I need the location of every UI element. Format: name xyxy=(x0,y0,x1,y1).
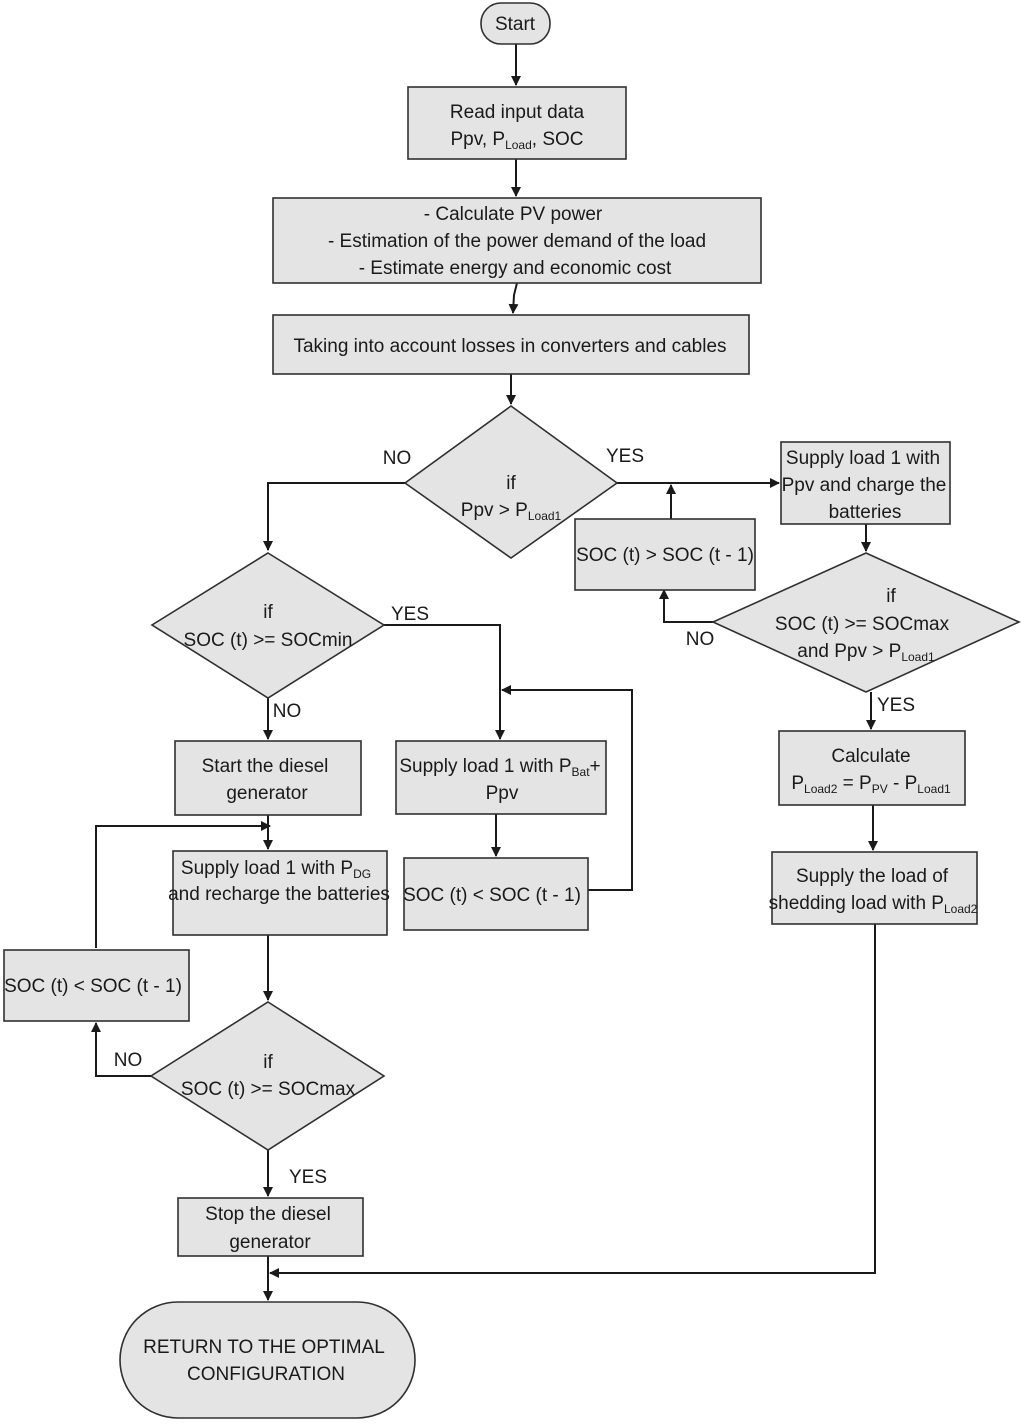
supply-pv-line3: batteries xyxy=(829,502,902,523)
arrow-socmax-dg-no xyxy=(91,1022,151,1077)
read-input-line1: Read input data xyxy=(450,102,585,123)
arrow-socdecrease-bat-loop xyxy=(501,685,633,891)
decision1-line2: Ppv > PLoad1 xyxy=(461,500,562,523)
stop-diesel-line2: generator xyxy=(229,1232,311,1253)
start-label: Start xyxy=(495,14,536,35)
decision-socmax-dg: if SOC (t) >= SOCmax xyxy=(149,1001,386,1151)
calculate-line1: Calculate xyxy=(831,746,910,767)
start-diesel-line2: generator xyxy=(226,783,308,804)
shedding-load-box: Supply the load of shedding load with PL… xyxy=(769,851,978,925)
supply-pv-box: Supply load 1 with Ppv and charge the ba… xyxy=(780,441,951,525)
shedding-line1: Supply the load of xyxy=(796,866,949,887)
decision-socmin-no-label: NO xyxy=(273,701,302,722)
end-terminal: RETURN TO THE OPTIMAL CONFIGURATION xyxy=(119,1301,416,1419)
supply-battery-box: Supply load 1 with PBat+ Ppv xyxy=(395,740,607,815)
shedding-line2: shedding load with PLoad2 xyxy=(769,893,978,916)
decision-socmax-dg-yes-label: YES xyxy=(289,1167,327,1188)
decision-socmax-pv: if SOC (t) >= SOCmax and Ppv > PLoad1 xyxy=(711,552,1021,693)
decision-socmin-line1: if xyxy=(263,602,273,623)
calculation-box: - Calculate PV power - Estimation of the… xyxy=(272,197,762,284)
start-terminal: Start xyxy=(480,2,551,45)
losses-box: Taking into account losses in converters… xyxy=(272,314,750,375)
decision-socmax-pv-line3: and Ppv > PLoad1 xyxy=(797,641,935,664)
read-input-line2: Ppv, PLoad, SOC xyxy=(451,129,584,152)
connectors xyxy=(91,44,878,1301)
start-diesel-line1: Start the diesel xyxy=(202,756,329,777)
supply-dg-line1: Supply load 1 with PDG xyxy=(181,858,371,881)
decision1-no-label: NO xyxy=(383,448,412,469)
decision-socmax-dg-line1: if xyxy=(263,1052,273,1073)
arrow-calc-to-losses xyxy=(508,282,519,314)
arrow-shedding-to-end xyxy=(269,924,876,1278)
decision-socmin-line2: SOC (t) >= SOCmin xyxy=(184,630,353,651)
end-line1: RETURN TO THE OPTIMAL xyxy=(143,1337,385,1358)
soc-decrease-battery-label: SOC (t) < SOC (t - 1) xyxy=(403,885,581,906)
arrow-socmin-yes xyxy=(384,624,505,740)
stop-diesel-line1: Stop the diesel xyxy=(205,1204,331,1225)
decision1-yes-label: YES xyxy=(606,446,644,467)
decision-socmin: if SOC (t) >= SOCmin xyxy=(150,552,386,699)
losses-label: Taking into account losses in converters… xyxy=(293,336,726,357)
soc-decrease-battery-box: SOC (t) < SOC (t - 1) xyxy=(403,857,589,931)
supply-dg-box: Supply load 1 with PDG and recharge the … xyxy=(168,850,390,936)
soc-increase-label: SOC (t) > SOC (t - 1) xyxy=(576,545,754,566)
arrow-socdecrease-dg-loop xyxy=(95,821,271,948)
decision-socmax-pv-no-label: NO xyxy=(686,629,715,650)
supply-battery-line1: Supply load 1 with PBat+ xyxy=(399,756,600,779)
decision-socmax-dg-no-label: NO xyxy=(114,1050,143,1071)
decision-socmax-pv-yes-label: YES xyxy=(877,695,915,716)
arrow-socmax-pv-no xyxy=(659,589,713,623)
supply-pv-line1: Supply load 1 with xyxy=(786,448,940,469)
decision-socmin-yes-label: YES xyxy=(391,604,429,625)
supply-pv-line2: Ppv and charge the xyxy=(782,475,947,496)
decision-socmax-dg-line2: SOC (t) >= SOCmax xyxy=(181,1079,356,1100)
supply-battery-line2: Ppv xyxy=(486,783,519,804)
calc-line3: - Estimate energy and economic cost xyxy=(359,258,672,279)
read-input-box: Read input data Ppv, PLoad, SOC xyxy=(407,86,627,160)
start-diesel-box: Start the diesel generator xyxy=(174,740,362,816)
calc-line1: - Calculate PV power xyxy=(424,204,603,225)
soc-increase-box: SOC (t) > SOC (t - 1) xyxy=(574,518,756,591)
calc-line2: - Estimation of the power demand of the … xyxy=(328,231,706,252)
decision-ppv-gt-pload1: if Ppv > PLoad1 xyxy=(403,405,619,559)
decision1-line1: if xyxy=(506,473,516,494)
arrow-decision1-no xyxy=(263,482,405,551)
end-line2: CONFIGURATION xyxy=(187,1364,345,1385)
calculate-pload2-box: Calculate PLoad2 = PPV - PLoad1 xyxy=(778,730,966,806)
decision-socmax-pv-line1: if xyxy=(886,586,896,607)
supply-dg-line2: and recharge the batteries xyxy=(168,884,390,905)
soc-decrease-dg-box: SOC (t) < SOC (t - 1) xyxy=(3,949,190,1022)
calculate-line2: PLoad2 = PPV - PLoad1 xyxy=(791,773,951,796)
stop-diesel-box: Stop the diesel generator xyxy=(177,1197,364,1257)
decision-socmax-pv-line2: SOC (t) >= SOCmax xyxy=(775,614,950,635)
soc-decrease-dg-label: SOC (t) < SOC (t - 1) xyxy=(4,976,182,997)
